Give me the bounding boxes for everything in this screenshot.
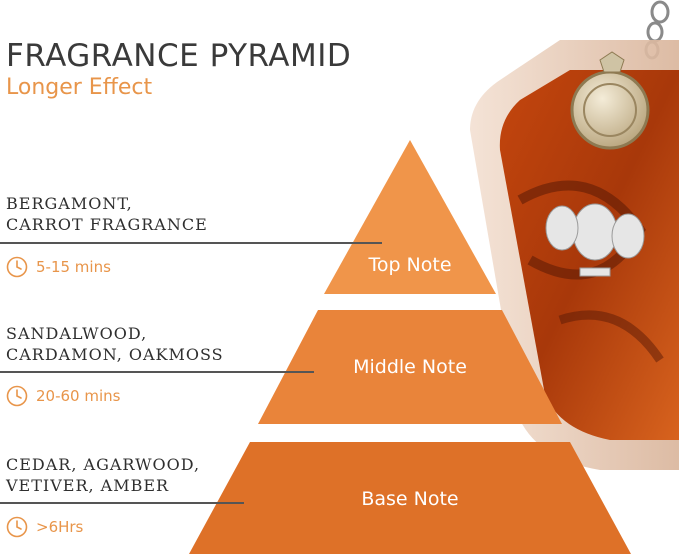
middle-note-label: Middle Note xyxy=(353,356,467,378)
ingredient-line: CARROT FRAGRANCE xyxy=(6,215,208,234)
divider-line xyxy=(0,371,314,373)
pyramid-tier-top xyxy=(324,140,496,294)
pyramid-tier-base xyxy=(189,442,631,554)
divider-line xyxy=(0,242,382,244)
base-note-duration: >6Hrs xyxy=(6,516,83,538)
ingredient-line: VETIVER, AMBER xyxy=(6,476,170,495)
clock-icon xyxy=(6,516,28,538)
duration-text: 5-15 mins xyxy=(36,258,111,276)
ingredient-line: BERGAMONT, xyxy=(6,194,133,213)
duration-text: 20-60 mins xyxy=(36,387,121,405)
divider-line xyxy=(0,502,244,504)
page-title: FRAGRANCE PYRAMID xyxy=(6,38,352,74)
top-note-duration: 5-15 mins xyxy=(6,256,111,278)
top-note-label: Top Note xyxy=(368,254,452,276)
duration-text: >6Hrs xyxy=(36,518,84,536)
clock-icon xyxy=(6,385,28,407)
ingredient-line: CARDAMON, OAKMOSS xyxy=(6,345,224,364)
base-note-ingredients: CEDAR, AGARWOOD, VETIVER, AMBER xyxy=(6,454,200,496)
middle-note-duration: 20-60 mins xyxy=(6,385,120,407)
pyramid-tier-middle xyxy=(258,310,562,424)
top-note-ingredients: BERGAMONT, CARROT FRAGRANCE xyxy=(6,193,208,235)
page-subtitle: Longer Effect xyxy=(6,75,153,100)
ingredient-line: CEDAR, AGARWOOD, xyxy=(6,455,201,474)
base-note-label: Base Note xyxy=(361,488,459,510)
ingredient-line: SANDALWOOD, xyxy=(6,324,148,343)
clock-icon xyxy=(6,256,28,278)
middle-note-ingredients: SANDALWOOD, CARDAMON, OAKMOSS xyxy=(6,323,224,365)
